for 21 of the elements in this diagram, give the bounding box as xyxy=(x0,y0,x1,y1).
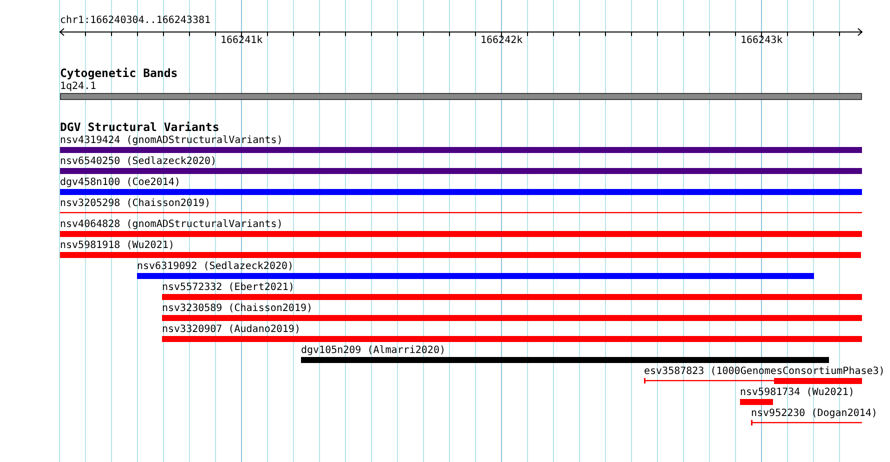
feature-label: nsv952230 (Dogan2014) xyxy=(751,408,878,420)
feature-label: nsv5981734 (Wu2021) xyxy=(740,387,854,399)
tick-label: 166243k xyxy=(740,35,783,47)
tick-label: 166242k xyxy=(480,35,523,47)
feature-label: dgv458n100 (Coe2014) xyxy=(60,177,182,189)
band-label: 1q24.1 xyxy=(60,81,98,93)
feature-label: nsv6540250 (Sedlazeck2020) xyxy=(60,156,218,168)
track-title: DGV Structural Variants xyxy=(60,121,220,134)
feature-label: nsv3230589 (Chaisson2019) xyxy=(162,303,314,315)
feature-label: nsv5981918 (Wu2021) xyxy=(60,240,176,252)
feature-label: nsv6319092 (Sedlazeck2020) xyxy=(137,261,295,273)
feature-label: esv3587823 (1000GenomesConsortiumPhase3) xyxy=(644,366,885,378)
tick-label: 166241k xyxy=(220,35,263,47)
location-label: chr1:166240304..166243381 xyxy=(60,15,211,27)
feature-label: nsv4064828 (gnomADStructuralVariants) xyxy=(60,219,284,231)
feature-label: nsv5572332 (Ebert2021) xyxy=(162,282,296,294)
feature-label: nsv3205298 (Chaisson2019) xyxy=(60,198,212,210)
track-title: Cytogenetic Bands xyxy=(60,67,178,80)
feature-label: nsv4319424 (gnomADStructuralVariants) xyxy=(60,135,284,147)
feature-label: dgv105n209 (Almarri2020) xyxy=(301,345,446,357)
feature-label: nsv3320907 (Audano2019) xyxy=(162,324,302,336)
